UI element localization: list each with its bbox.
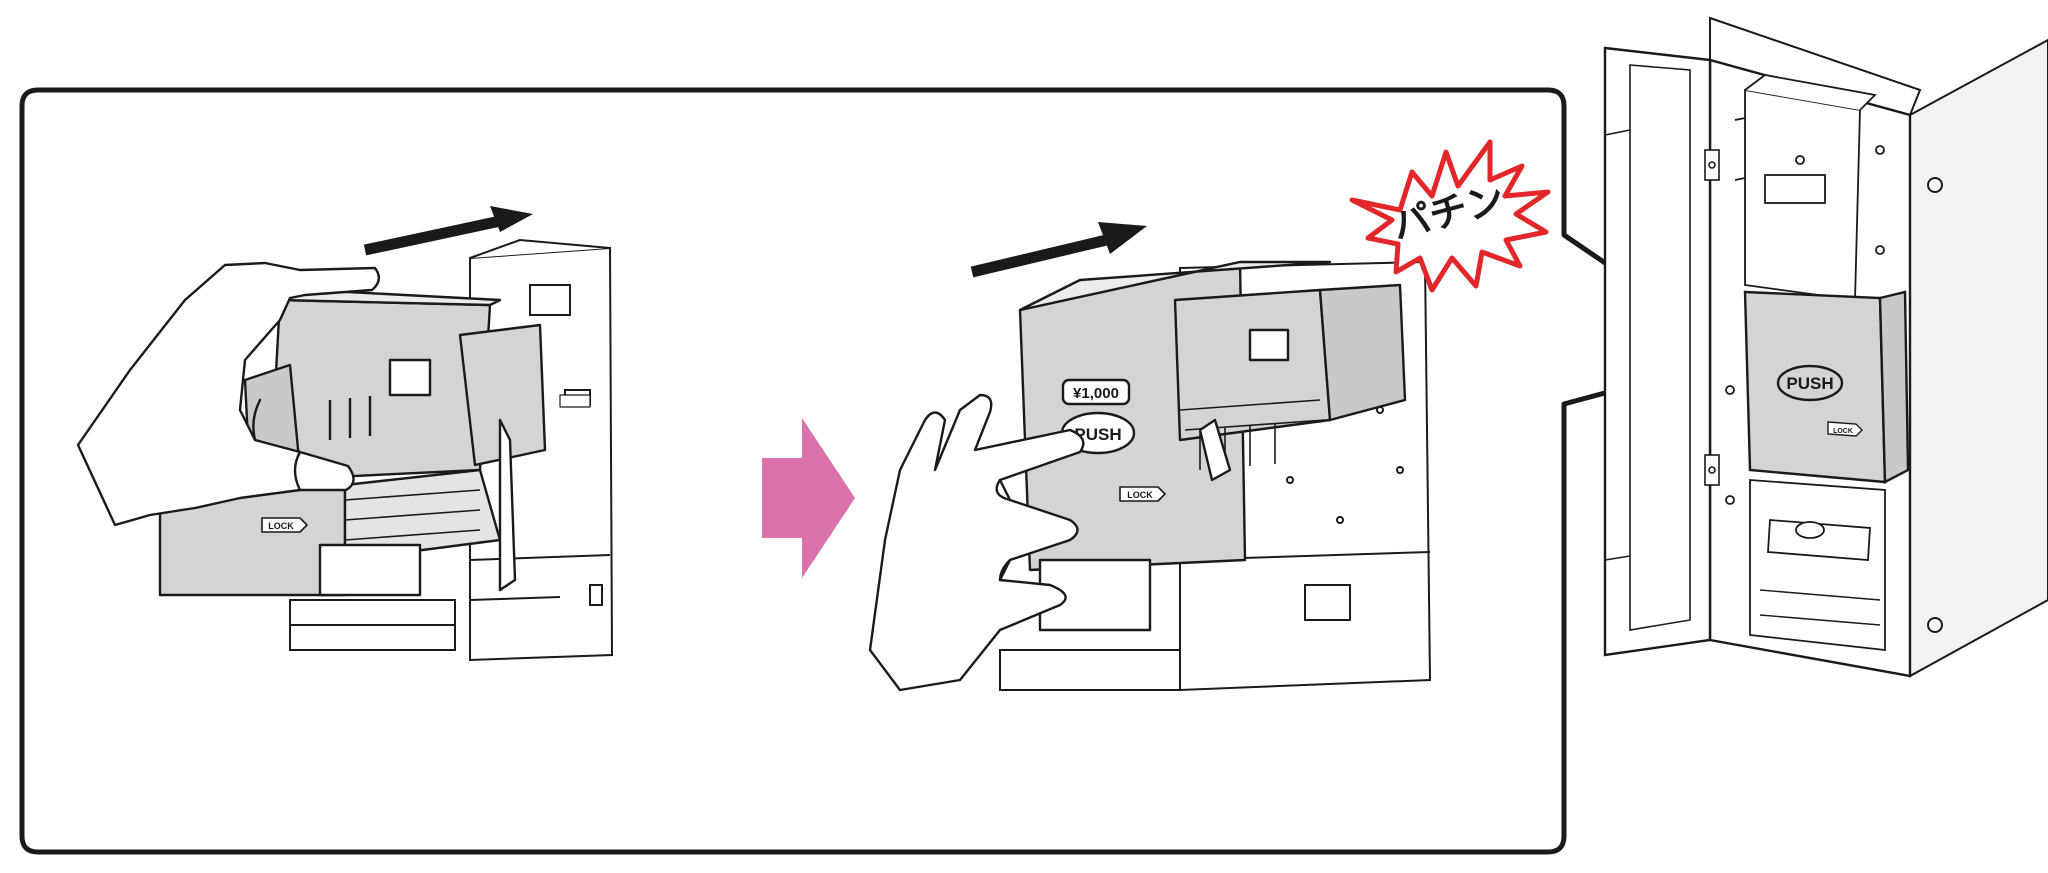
step1-lock-label: LOCK: [268, 521, 294, 531]
step2-lock-label: LOCK: [1127, 490, 1153, 500]
step1-motion-arrow: [363, 206, 533, 256]
step2-illustration: ¥1,000 PUSH LOCK パチン: [868, 139, 1551, 692]
step2-motion-arrow: [970, 222, 1147, 278]
step2-push-label: PUSH: [1074, 425, 1121, 444]
step1-illustration: LOCK: [76, 206, 614, 662]
step2-price-label: ¥1,000: [1073, 385, 1119, 402]
detail-lock-label: LOCK: [1833, 428, 1853, 435]
step2-cassette: ¥1,000 PUSH LOCK: [1018, 260, 1407, 632]
sound-effect-burst: パチン: [1349, 139, 1551, 293]
detail-push-label: PUSH: [1786, 374, 1833, 393]
transition-arrow: [762, 418, 855, 578]
step1-hand: [76, 261, 380, 527]
step1-cassette: LOCK: [158, 288, 591, 597]
detail-machine-view: PUSH LOCK: [1603, 16, 2048, 678]
detail-cassette: PUSH LOCK: [1743, 290, 1910, 484]
step2-hand: [868, 393, 1085, 692]
